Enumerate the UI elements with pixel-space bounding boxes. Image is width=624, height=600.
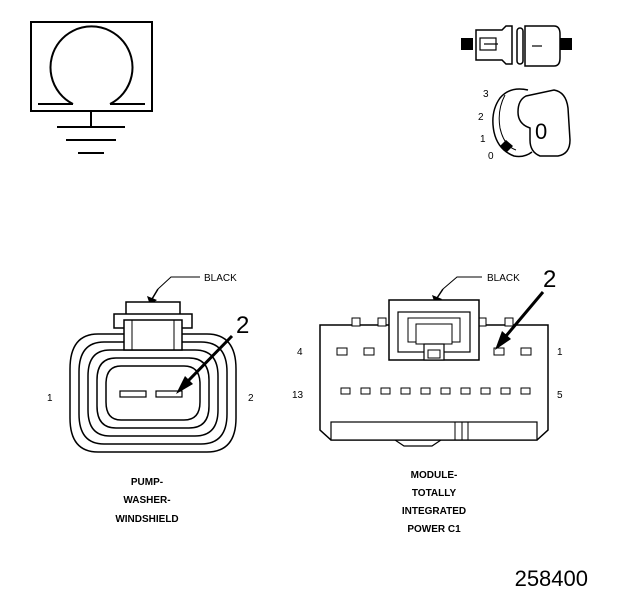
ignition-position-2: 2 [478,112,484,123]
ohm-icon [49,25,134,105]
ground-icon [57,111,125,154]
left-probe-number: 2 [236,312,249,339]
left-caption-line-1: PUMP- [131,477,163,488]
pump-washer-connector: BLACK 1 2 2 PUMP- WASHER- WINDSHIELD [47,273,254,525]
right-caption-line-3: INTEGRATED [402,506,466,517]
right-pin-13-label: 13 [292,390,304,401]
left-pin-2-label: 2 [248,393,254,404]
left-pin-1-label: 1 [47,393,53,404]
left-caption-line-2: WASHER- [123,495,170,506]
figure-number: 258400 [515,566,588,591]
bottom-pin-row [340,387,531,395]
right-caption-line-4: POWER C1 [407,524,461,535]
right-caption-line-2: TOTALLY [412,488,457,499]
right-pin-4-label: 4 [297,347,303,358]
right-color-label: BLACK [487,273,520,284]
ignition-switch-icon: 0 3 2 1 0 [478,88,571,162]
ignition-position-0: 0 [488,151,494,162]
left-caption-line-3: WINDSHIELD [115,514,178,525]
key-position-label: 0 [535,119,547,144]
right-pin-5-label: 5 [557,390,563,401]
right-pin-1-label: 1 [557,347,563,358]
disconnected-connector-icon [461,25,572,67]
ohmmeter-symbol [30,21,153,112]
left-color-label: BLACK [204,273,237,284]
ignition-position-1: 1 [480,134,486,145]
right-probe-number: 2 [543,266,556,293]
tipm-c1-connector: BLACK [292,266,563,535]
ignition-position-3: 3 [483,89,489,100]
right-caption-line-1: MODULE- [411,470,458,481]
